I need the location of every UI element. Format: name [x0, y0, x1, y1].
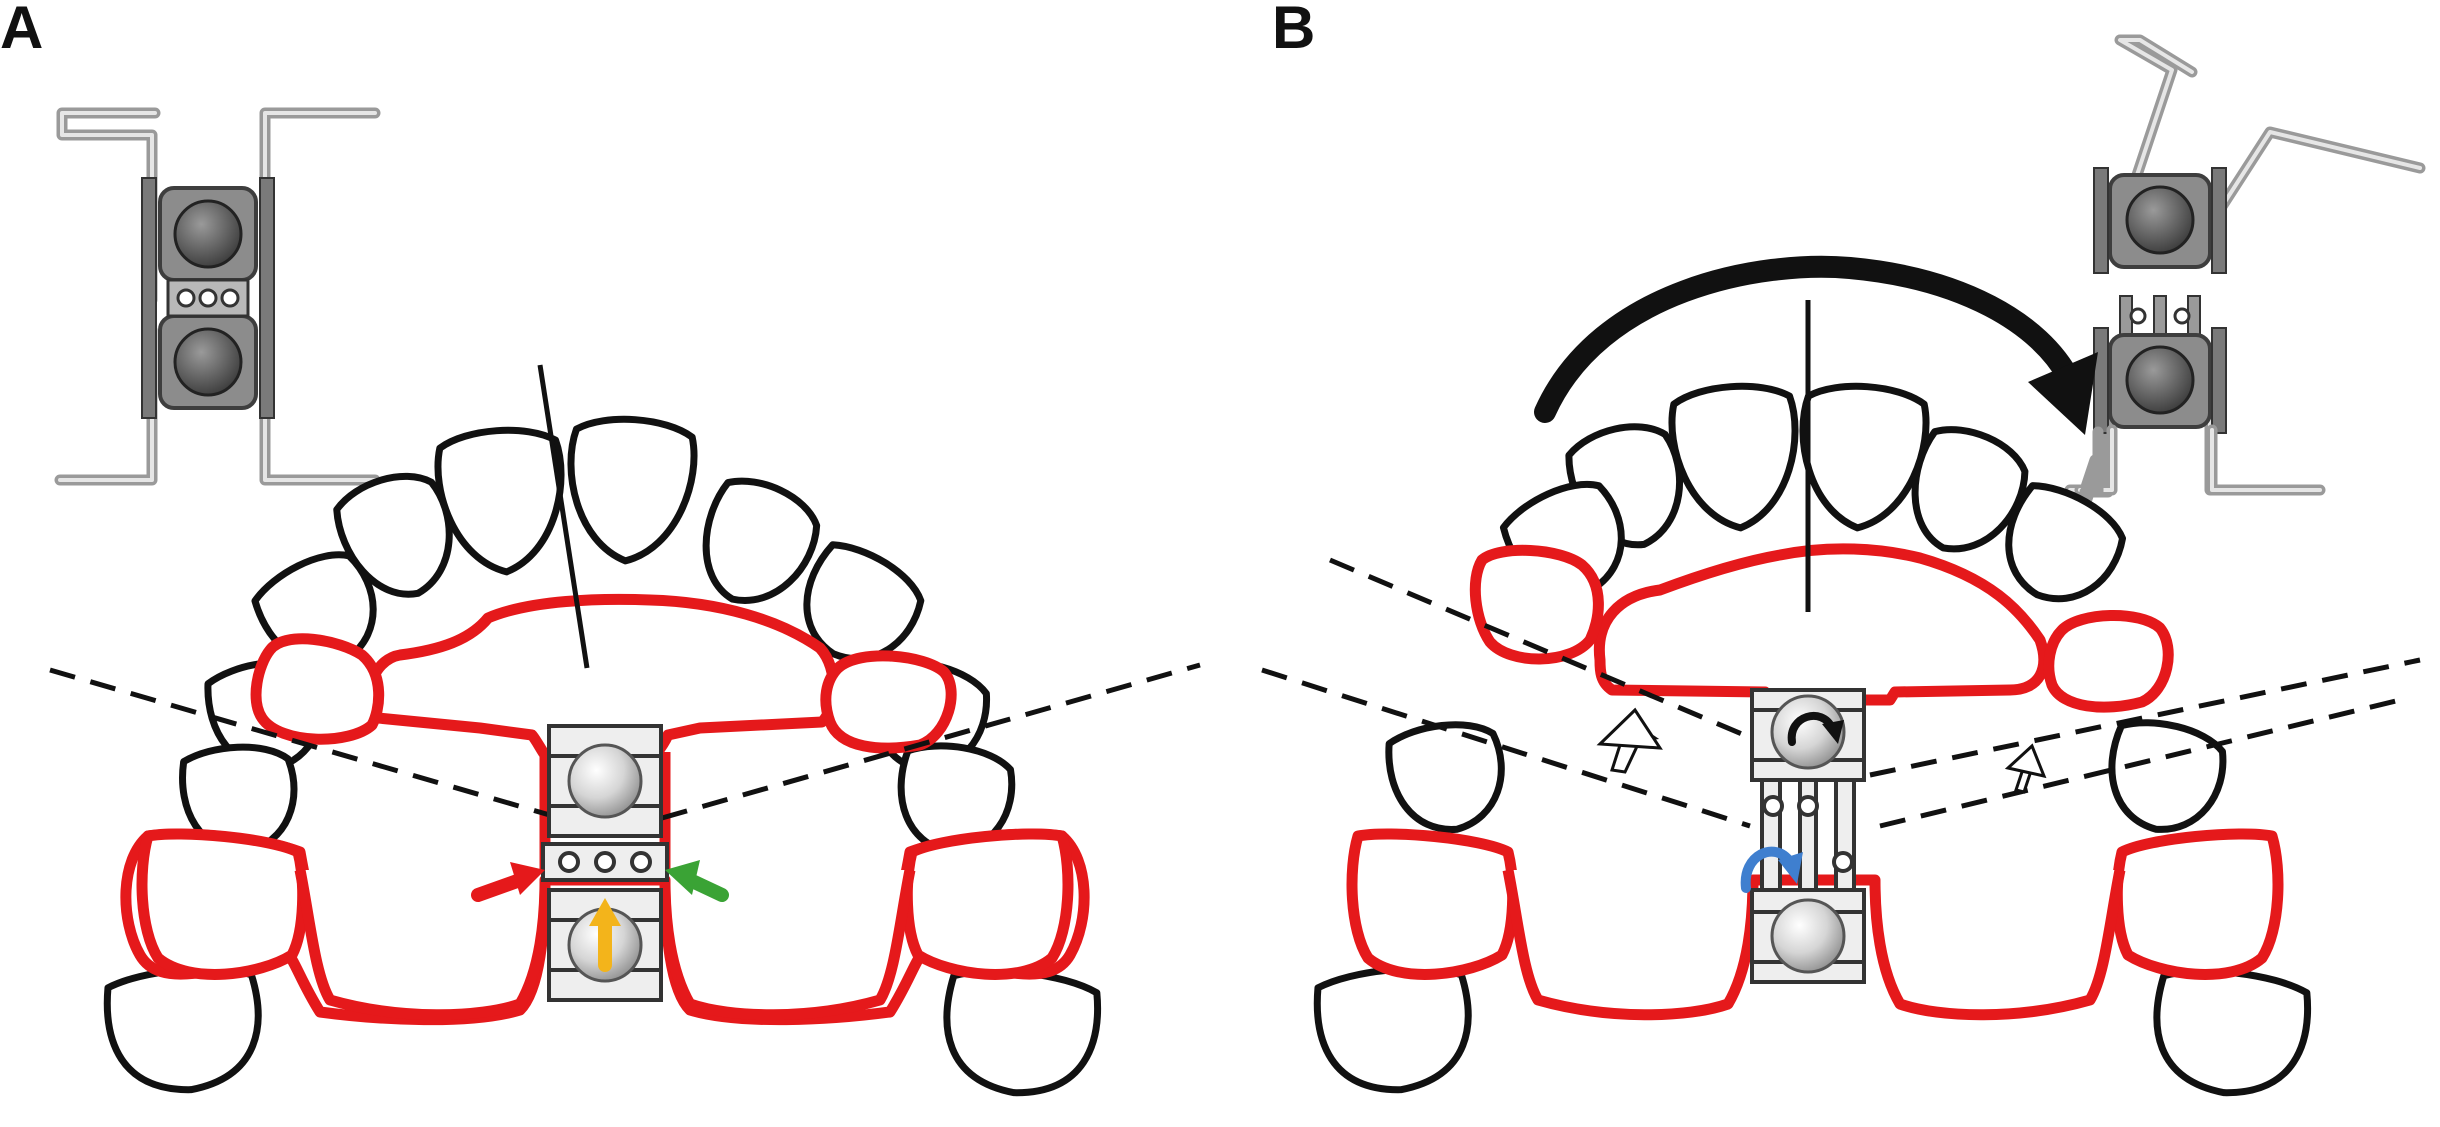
- panel-b: B: [1261, 0, 2426, 1101]
- dashed-line-left-a: [49, 667, 561, 821]
- curved-arrow-icon: [1740, 846, 1803, 893]
- dashed-line-right-a: [661, 662, 1201, 821]
- midline-a: [537, 364, 590, 669]
- appliance-photo-a: [54, 107, 381, 486]
- palatal-outline-b: [1346, 543, 2284, 1021]
- curved-arrow-icon: [1534, 255, 2098, 435]
- panel-label-b: B: [1272, 0, 1315, 61]
- green-arrow-icon: [665, 860, 729, 902]
- hollow-up-arrow-icon: [2004, 743, 2047, 794]
- red-arrow-icon: [471, 862, 545, 902]
- dashed-line-lower-left-b: [1261, 667, 1751, 829]
- palatal-outline-a: [120, 593, 1090, 1026]
- expansion-screw-b: [1750, 688, 1866, 984]
- dashed-line-upper-left-b: [1329, 557, 1769, 748]
- appliance-photo-b: [2064, 34, 2426, 511]
- yellow-up-arrow-icon: [589, 898, 621, 972]
- hollow-up-arrow-icon: [1596, 707, 1663, 774]
- panel-label-a: A: [0, 0, 43, 61]
- panel-a: A: [0, 0, 1201, 1101]
- dashed-line-upper-right-b: [1869, 657, 2421, 778]
- dashed-line-lower-right-b: [1879, 697, 2401, 829]
- rotate-icon: [1787, 711, 1844, 746]
